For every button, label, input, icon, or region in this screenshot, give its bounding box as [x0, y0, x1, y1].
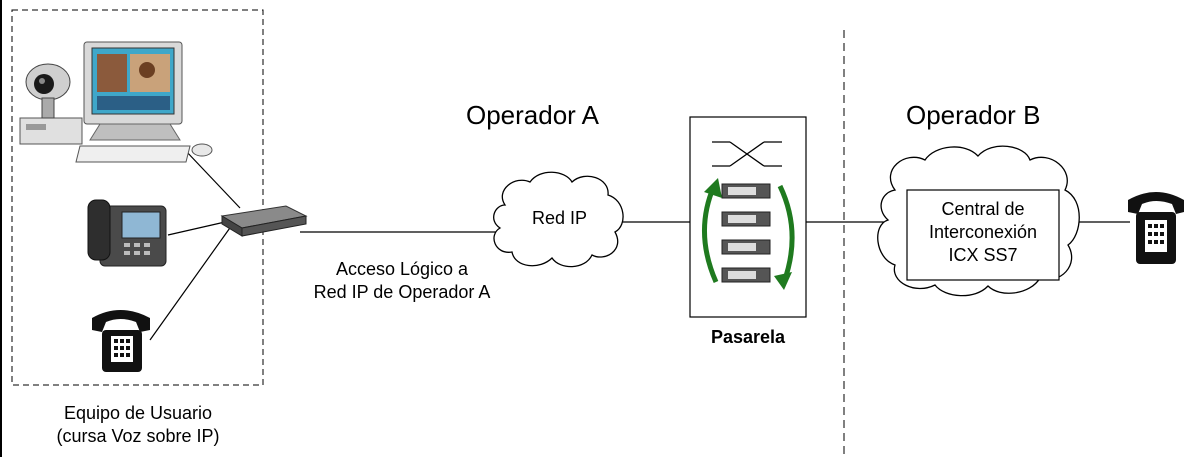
user-equipment-line2: (cursa Voz sobre IP): [56, 426, 220, 446]
switch-symbol-icon: [712, 141, 782, 167]
operator-a-label: Operador A: [466, 100, 599, 130]
phone-to-router-line: [149, 224, 233, 341]
access-label: Acceso Lógico a Red IP de Operador A: [282, 258, 522, 304]
access-label-line1: Acceso Lógico a: [335, 259, 469, 279]
arrow-down-head: [774, 272, 792, 290]
user-equipment-label: Equipo de Usuario (cursa Voz sobre IP): [20, 402, 256, 448]
gateway-label: Pasarela: [710, 327, 786, 347]
computer-icon: [19, 41, 213, 163]
connection-lines: [149, 149, 1130, 341]
user-equipment-line1: Equipo de Usuario: [63, 403, 213, 423]
user-equipment-box: [11, 9, 264, 386]
webcam-icon: [25, 63, 71, 119]
ipphone-to-router-line: [167, 221, 226, 236]
central-label-line1: Central de: [941, 199, 1025, 219]
telephone-icon: [92, 310, 150, 372]
operator-b-label: Operador B: [906, 100, 1041, 130]
conversion-arrows-icon: [701, 184, 795, 284]
pc-to-router-line: [184, 149, 241, 209]
red-ip-cloud: [493, 171, 624, 268]
central-box: [906, 189, 1060, 281]
access-label-line2: Red IP de Operador A: [313, 282, 491, 302]
red-ip-label: Red IP: [532, 208, 588, 228]
telephone-icon-right: [1128, 192, 1184, 264]
ip-phone-icon: [87, 199, 167, 267]
arrow-up-head: [704, 178, 722, 198]
central-label-line3: ICX SS7: [948, 245, 1018, 265]
server-stack-icon: [721, 183, 771, 283]
central-label: Central de Interconexión ICX SS7: [907, 198, 1059, 267]
router-icon: [220, 205, 308, 237]
central-label-line2: Interconexión: [928, 222, 1038, 242]
gateway-box: [689, 116, 807, 318]
